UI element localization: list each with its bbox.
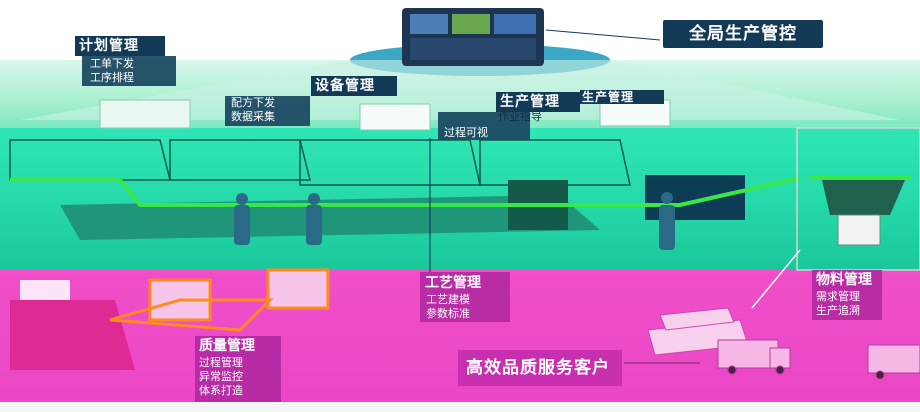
material-item-1: 需求管理 (816, 290, 860, 303)
process-item-1: 工艺建模 (426, 293, 470, 306)
production-item-2: 过程可视 (444, 126, 488, 139)
material-item-2: 生产追溯 (816, 304, 860, 317)
quality-management-title: 质量管理 (199, 338, 255, 354)
plan-item-2: 工序排程 (90, 71, 134, 84)
quality-item-2: 异常监控 (199, 370, 243, 383)
warehouse-shelf (10, 300, 135, 370)
material-table (837, 214, 881, 246)
callout-line (751, 249, 801, 309)
operator-desks (410, 38, 536, 60)
production-item-1: 作业指导 (498, 110, 542, 123)
plan-management-title: 计划管理 (75, 36, 165, 56)
screen-panel (494, 14, 536, 34)
production-management-box (438, 112, 530, 140)
screen-panel (452, 14, 490, 34)
equipment-management-title: 设备管理 (311, 76, 397, 96)
plan-management-box (82, 56, 176, 86)
equipment-management-box (225, 96, 310, 126)
dashboard-panel (599, 99, 671, 127)
material-management-box (812, 270, 882, 320)
process-management-box (420, 272, 510, 322)
delivery-truck (717, 339, 791, 375)
quality-management-box (195, 336, 281, 402)
quality-item-3: 体系打造 (199, 384, 243, 397)
workbench-outlines (9, 139, 631, 186)
service-customer-label: 高效品质服务客户 (466, 358, 610, 378)
footer-strip (0, 402, 920, 412)
callout-line (545, 29, 661, 41)
cart (266, 268, 330, 310)
screen-panel (410, 14, 448, 34)
dashboard-panel (99, 99, 191, 129)
equipment-item-2: 数据采集 (231, 110, 275, 123)
process-management-title: 工艺管理 (425, 275, 481, 291)
quality-item-1: 过程管理 (199, 356, 243, 369)
material-rack (822, 180, 905, 215)
orange-lane (109, 298, 274, 332)
dashboard-panel (359, 103, 431, 131)
material-management-title: 物料管理 (816, 272, 872, 288)
workers (234, 192, 675, 250)
production-management-title-secondary: 生产管理 (580, 90, 664, 104)
equipment-item-1: 配方下发 (231, 96, 275, 109)
global-control-label: 全局生产管控 (663, 20, 823, 48)
service-customer-box (458, 350, 622, 386)
floor-lane (10, 176, 801, 207)
plan-item-1: 工单下发 (90, 57, 134, 70)
production-management-title: 生产管理 (496, 92, 580, 112)
delivery-truck (867, 344, 920, 380)
process-item-2: 参数标准 (426, 307, 470, 320)
